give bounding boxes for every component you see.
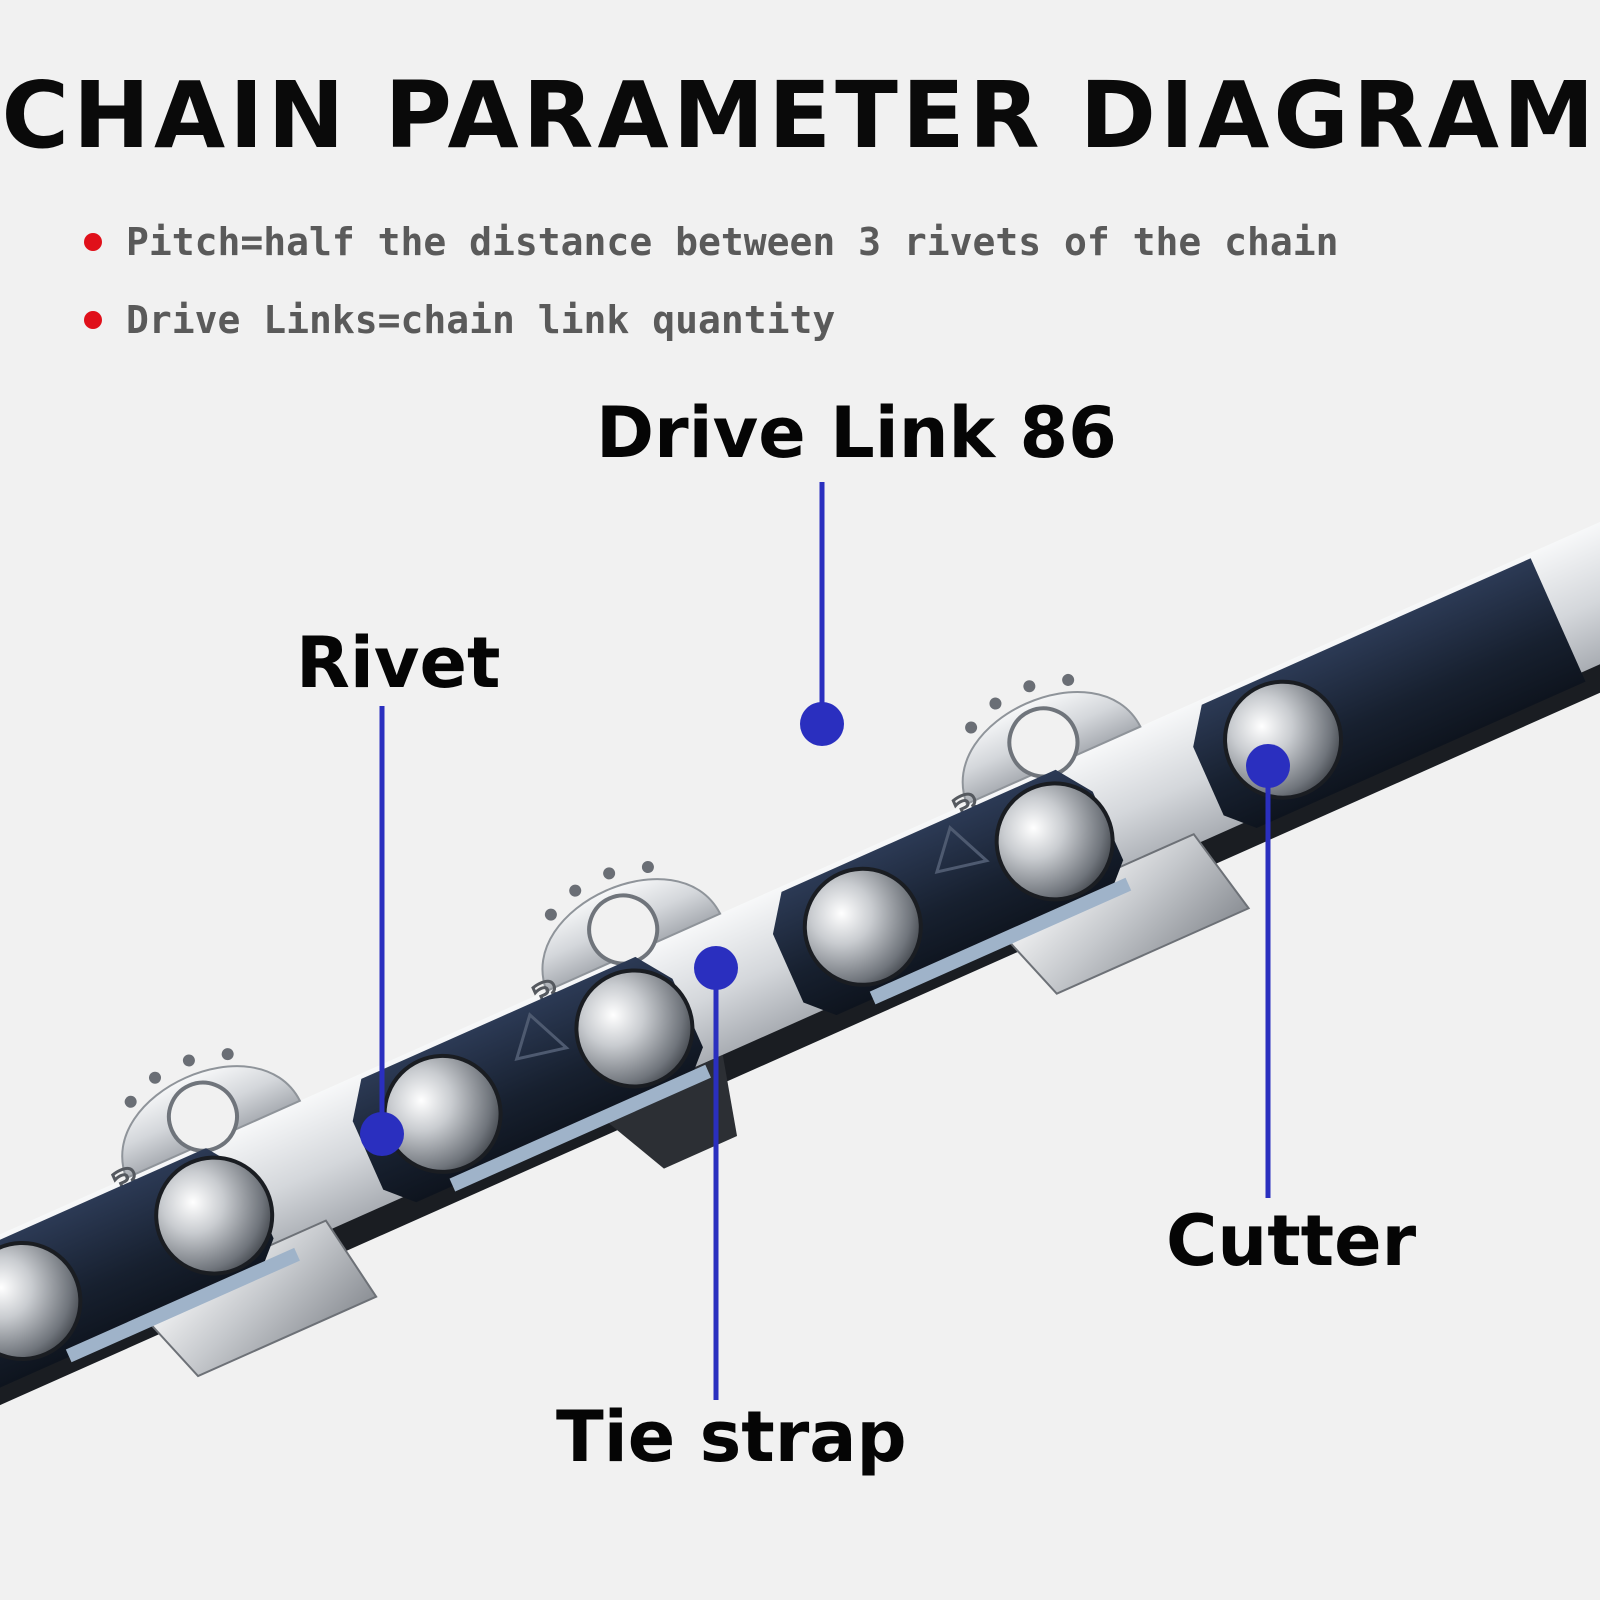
drive-link-label: Drive Link 86: [596, 392, 1117, 474]
rivet-marker: [360, 1112, 404, 1156]
rivet-dot: [1062, 673, 1075, 686]
rivet-dot: [965, 721, 978, 734]
rivet-head: [154, 1155, 275, 1276]
bullet-dot: [84, 233, 102, 251]
definition-pitch: Pitch=half the distance between 3 rivets…: [84, 218, 1339, 266]
cutter-label: Cutter: [1166, 1200, 1417, 1282]
tie-strap-label: Tie strap: [556, 1396, 907, 1478]
rivet-dot: [148, 1071, 161, 1084]
drive-link: [961, 673, 1142, 806]
rivet-dot: [124, 1095, 137, 1108]
chain-underside: [0, 622, 1600, 1429]
drive-link-hole: [166, 1080, 239, 1153]
rivet-dot: [569, 884, 582, 897]
rivet-dot: [182, 1054, 195, 1067]
cutter: [991, 832, 1251, 995]
rivet-dot: [221, 1048, 234, 1061]
drive-link: [121, 1048, 302, 1180]
cutter-marker: [1246, 744, 1290, 788]
definition-drive-links-text: Drive Links=chain link quantity: [126, 298, 836, 342]
definition-list: Pitch=half the distance between 3 rivets…: [84, 218, 1339, 374]
rivet-dot: [641, 861, 654, 874]
rivet-label: Rivet: [296, 622, 501, 704]
rivet-head: [802, 866, 923, 987]
page-title: CHAIN PARAMETER DIAGRAM: [1, 62, 1599, 169]
bullet-dot: [84, 311, 102, 329]
tie-strap: [0, 1148, 300, 1402]
drive-link-marker: [800, 702, 844, 746]
tie-strap-marker: [694, 946, 738, 990]
tie-strap: [1193, 558, 1586, 829]
rivet-dot: [989, 697, 1002, 710]
rivet-head: [574, 968, 695, 1089]
rivet-dot: [603, 867, 616, 880]
rivet-dot: [1023, 680, 1036, 693]
rivet-head: [0, 1241, 83, 1362]
rivet-head: [994, 781, 1115, 902]
rivet-dot: [544, 908, 557, 921]
definition-drive-links: Drive Links=chain link quantity: [84, 296, 1339, 344]
definition-pitch-text: Pitch=half the distance between 3 rivets…: [126, 220, 1339, 264]
depth-gauge: [594, 1054, 738, 1169]
tie-strap: [352, 956, 712, 1203]
drive-link: [541, 861, 722, 993]
tie-strap: [772, 769, 1132, 1016]
